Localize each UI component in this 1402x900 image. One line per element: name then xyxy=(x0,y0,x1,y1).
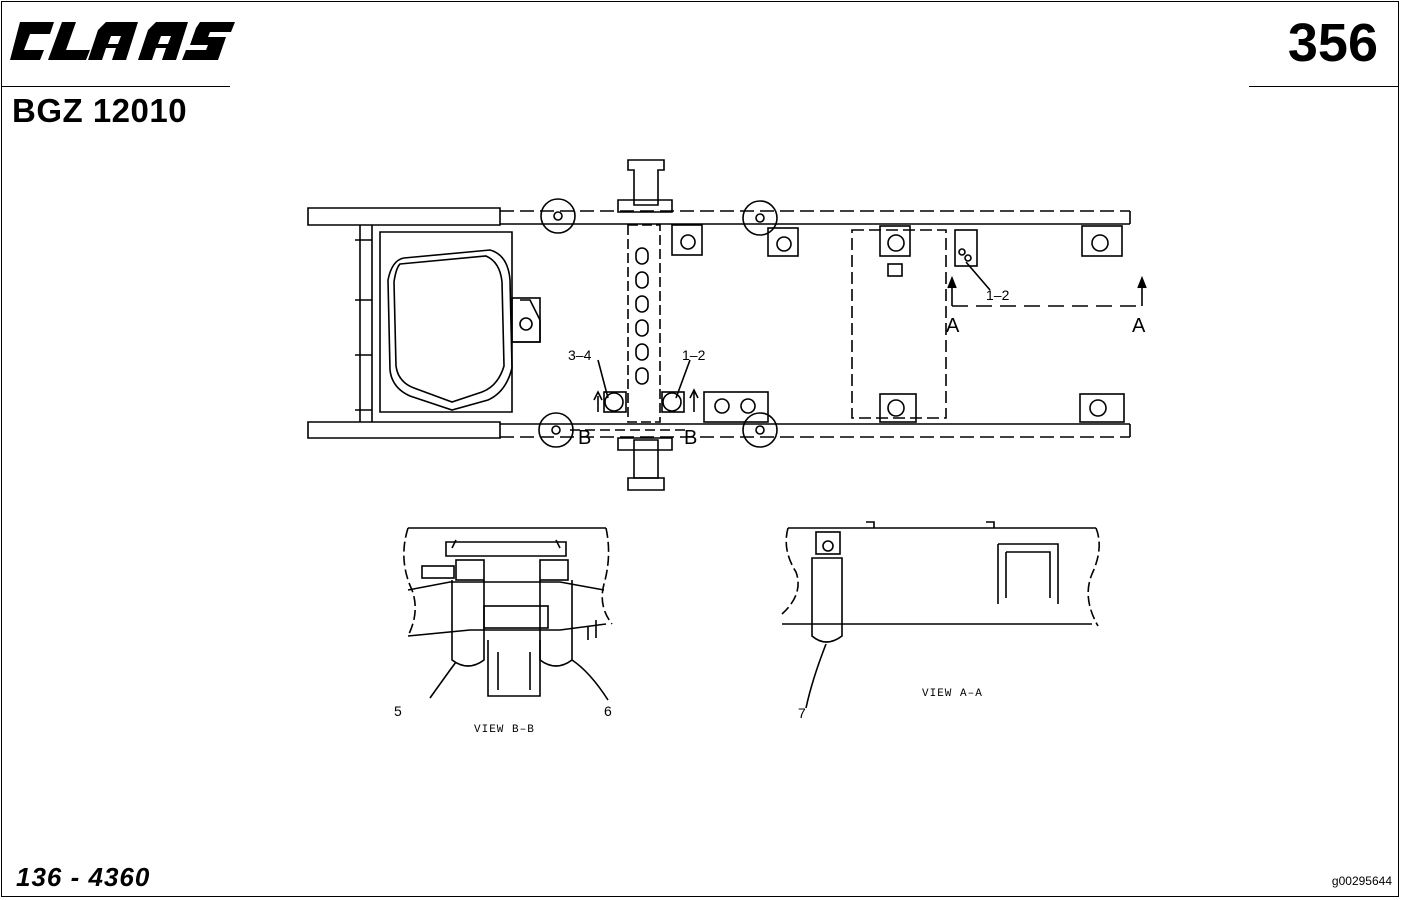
section-a-left: A xyxy=(946,315,960,337)
chassis-frame xyxy=(307,159,1147,491)
section-b-left: B xyxy=(578,427,591,449)
part-number: 136 - 4360 xyxy=(16,862,151,892)
image-reference-id: g00295644 xyxy=(1331,874,1392,888)
callout-1-2-center: 1–2 xyxy=(682,347,706,363)
model-title: BGZ 12010 xyxy=(12,92,188,129)
callout-5: 5 xyxy=(394,703,402,719)
view-bb-drawing xyxy=(403,527,613,701)
section-a-right: A xyxy=(1132,315,1146,337)
view-aa-drawing xyxy=(781,521,1100,709)
view-aa-label: VIEW A–A xyxy=(922,688,983,700)
callout-3-4: 3–4 xyxy=(568,347,592,363)
callout-6: 6 xyxy=(604,703,612,719)
view-bb-label: VIEW B–B xyxy=(474,724,535,736)
header-rule-right xyxy=(1249,86,1399,87)
callout-7: 7 xyxy=(798,705,806,721)
claas-logo xyxy=(10,18,235,69)
header-rule-left xyxy=(2,86,230,87)
page-number: 356 xyxy=(1287,13,1378,73)
section-b-right: B xyxy=(684,427,697,449)
callout-1-2-right: 1–2 xyxy=(986,287,1010,303)
